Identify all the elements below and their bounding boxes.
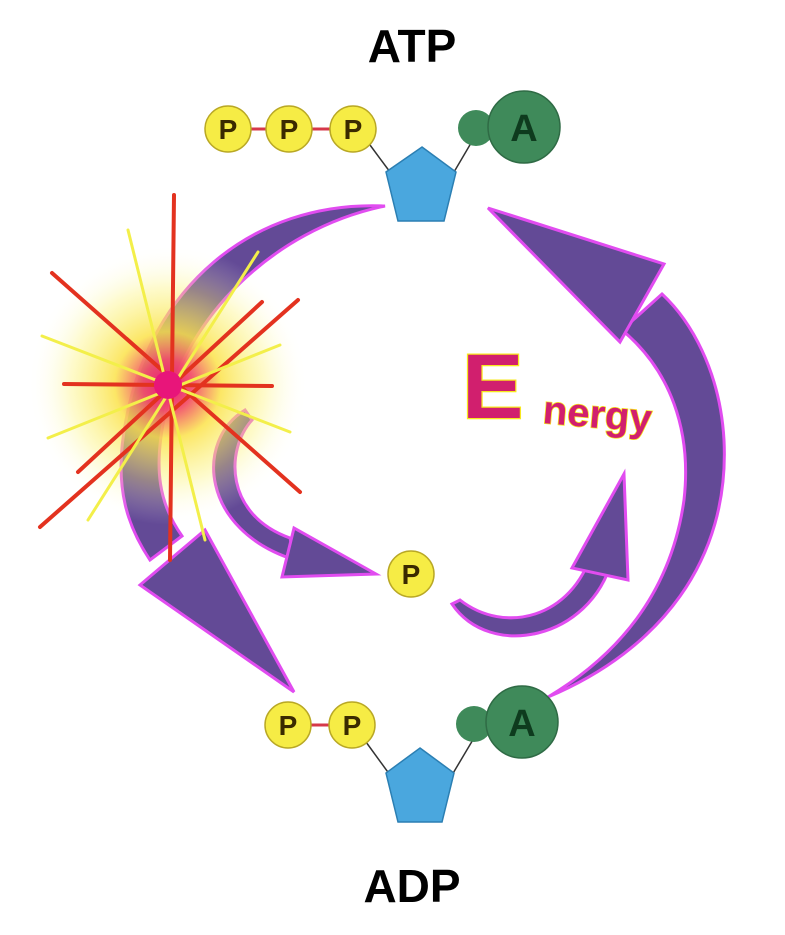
- phosphate-label: P: [402, 559, 421, 590]
- phosphate-label: P: [219, 114, 238, 145]
- energy-arrow-head: [572, 474, 628, 580]
- released-phosphate: P: [388, 551, 434, 597]
- adp-molecule: P P A: [265, 686, 558, 822]
- phosphate-group: P: [205, 106, 251, 152]
- energy-input-arrow: [452, 474, 628, 636]
- burst-core: [154, 371, 182, 399]
- adp-title: ADP: [363, 860, 460, 912]
- adenine-label: A: [510, 108, 537, 150]
- phosphate-group: P: [330, 106, 376, 152]
- atp-molecule: P P P A: [205, 91, 560, 221]
- adenine-group: A: [458, 91, 560, 163]
- energy-first-letter: E: [462, 336, 523, 438]
- atp-title: ATP: [368, 20, 457, 72]
- phosphate-label: P: [344, 114, 363, 145]
- phosphate-label: P: [279, 710, 298, 741]
- phosphate-arrow-head: [282, 528, 376, 577]
- ribose-link: [370, 145, 390, 172]
- phosphate-label: P: [280, 114, 299, 145]
- ribose-link: [366, 742, 390, 775]
- energy-wordmark: E nergy: [462, 336, 654, 442]
- ribose-link: [452, 738, 474, 775]
- phosphate-group: P: [266, 106, 312, 152]
- adenine-group: A: [456, 686, 558, 758]
- ribose-pentagon: [386, 147, 456, 221]
- energy-rest-letters: nergy: [541, 388, 654, 441]
- right-arrow-body: [548, 294, 724, 697]
- phosphate-group: P: [329, 702, 375, 748]
- phosphate-group: P: [265, 702, 311, 748]
- phosphate-label: P: [343, 710, 362, 741]
- adenine-label: A: [508, 703, 535, 745]
- left-arrow-head: [140, 530, 294, 692]
- ribose-pentagon: [386, 748, 454, 822]
